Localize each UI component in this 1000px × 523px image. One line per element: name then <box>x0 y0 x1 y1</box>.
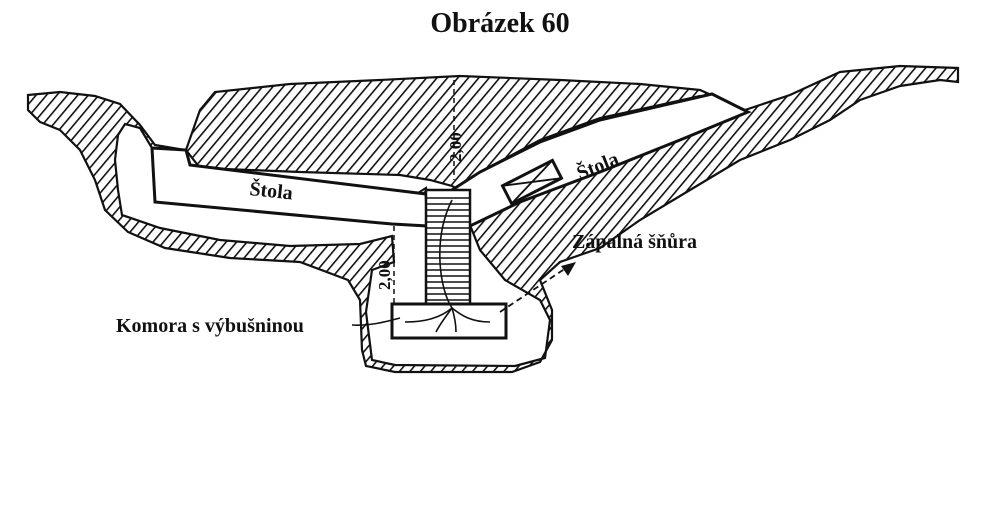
chamber-pointer <box>351 317 401 326</box>
lower-dimension-label: 2,00 <box>375 260 394 290</box>
fuse-lines <box>404 199 491 333</box>
fuse-label: Zápalná šňůra <box>572 231 698 253</box>
shaft-stemming-lines <box>426 197 470 301</box>
ground-left <box>26 64 960 374</box>
charge-box <box>500 158 564 206</box>
chamber-label: Komora s výbušninou <box>116 315 304 337</box>
explosive-chamber <box>390 302 508 340</box>
figure-title: Obrázek 60 <box>430 8 570 39</box>
fuse-arrow <box>499 262 576 313</box>
upper-dimension-label: 2,00 <box>446 132 465 162</box>
